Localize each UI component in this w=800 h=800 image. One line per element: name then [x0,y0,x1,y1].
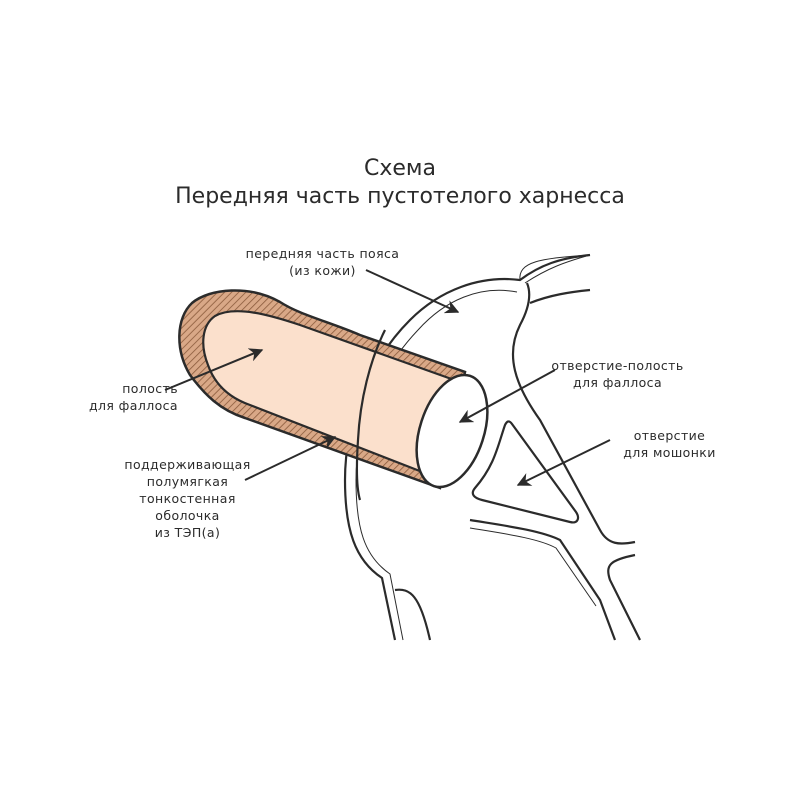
label-line: отверстие [633,428,706,443]
label-line: для фаллоса [88,398,178,413]
label-line: (из кожи) [289,263,356,278]
label-line: полость [122,381,178,396]
diagram-subtitle: Передняя часть пустотелого харнесса [175,184,625,209]
label-line: передняя часть пояса [245,246,400,261]
tube-cavity [202,310,462,477]
label-line: из ТЭП(а) [154,525,221,540]
label-opening-cavity: отверстие-полость для фаллоса [540,357,695,391]
label-line: тонкостенная [139,491,236,506]
label-line: оболочка [155,508,220,523]
label-scrotum-opening: отверстие для мошонки [612,427,727,461]
label-line: полумягкая [146,474,229,489]
label-line: для мошонки [623,445,716,460]
label-shell: поддерживающая полумягкая тонкостенная о… [110,456,265,541]
label-line: для фаллоса [572,375,663,390]
pointer-arrows [164,269,611,486]
harness-belt [343,253,641,641]
label-line: поддерживающая [124,457,251,472]
label-phallus-cavity: полость для фаллоса [60,380,178,414]
label-belt-front: передняя часть пояса (из кожи) [225,245,420,279]
scrotum-opening [471,420,580,524]
label-line: отверстие-полость [551,358,684,373]
diagram-title: Схема [364,156,436,181]
tube-opening [415,373,489,489]
